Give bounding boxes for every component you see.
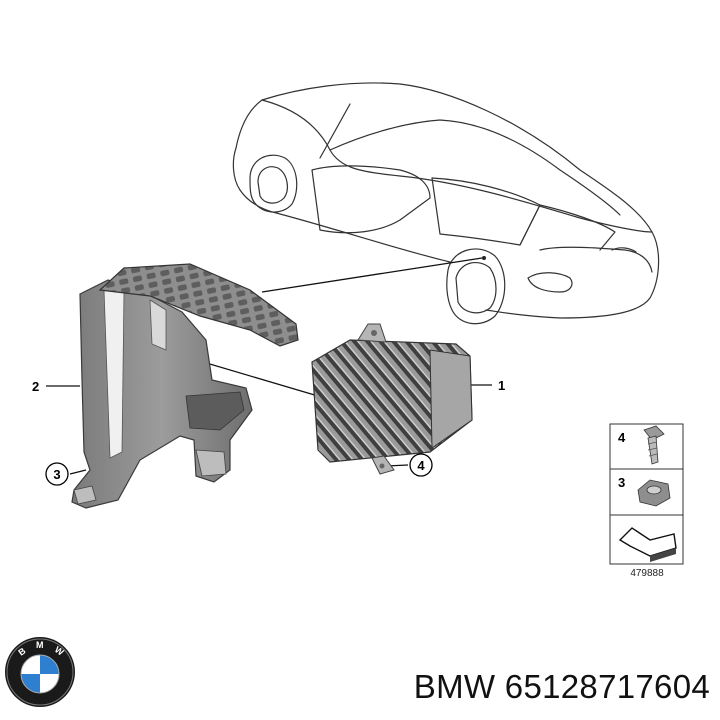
svg-text:M: M	[36, 640, 44, 650]
legend-nut-number: 3	[618, 475, 625, 490]
svg-text:B: B	[16, 645, 27, 657]
car-outline	[232, 82, 660, 325]
part-number-caption: BMW 65128717604	[413, 668, 710, 705]
callout-3: 3	[53, 467, 60, 482]
nut-icon	[637, 479, 671, 507]
control-unit-part	[311, 323, 473, 475]
callout-4: 4	[417, 458, 425, 473]
bolt-icon	[643, 425, 665, 465]
legend-reference-number: 479888	[630, 568, 664, 579]
callout-3-marker: 3	[45, 462, 69, 486]
legend-bolt-number: 4	[618, 430, 626, 445]
callout-1: 1	[498, 378, 505, 393]
callout-4-marker: 4	[409, 453, 433, 477]
bmw-logo: B M W	[5, 637, 75, 707]
bracket-part	[71, 263, 299, 509]
bracket-shape-icon	[618, 527, 677, 562]
mounting-point-dot	[482, 256, 486, 260]
callout-2: 2	[32, 379, 39, 394]
parts-legend: 4 3 479888	[609, 423, 684, 579]
